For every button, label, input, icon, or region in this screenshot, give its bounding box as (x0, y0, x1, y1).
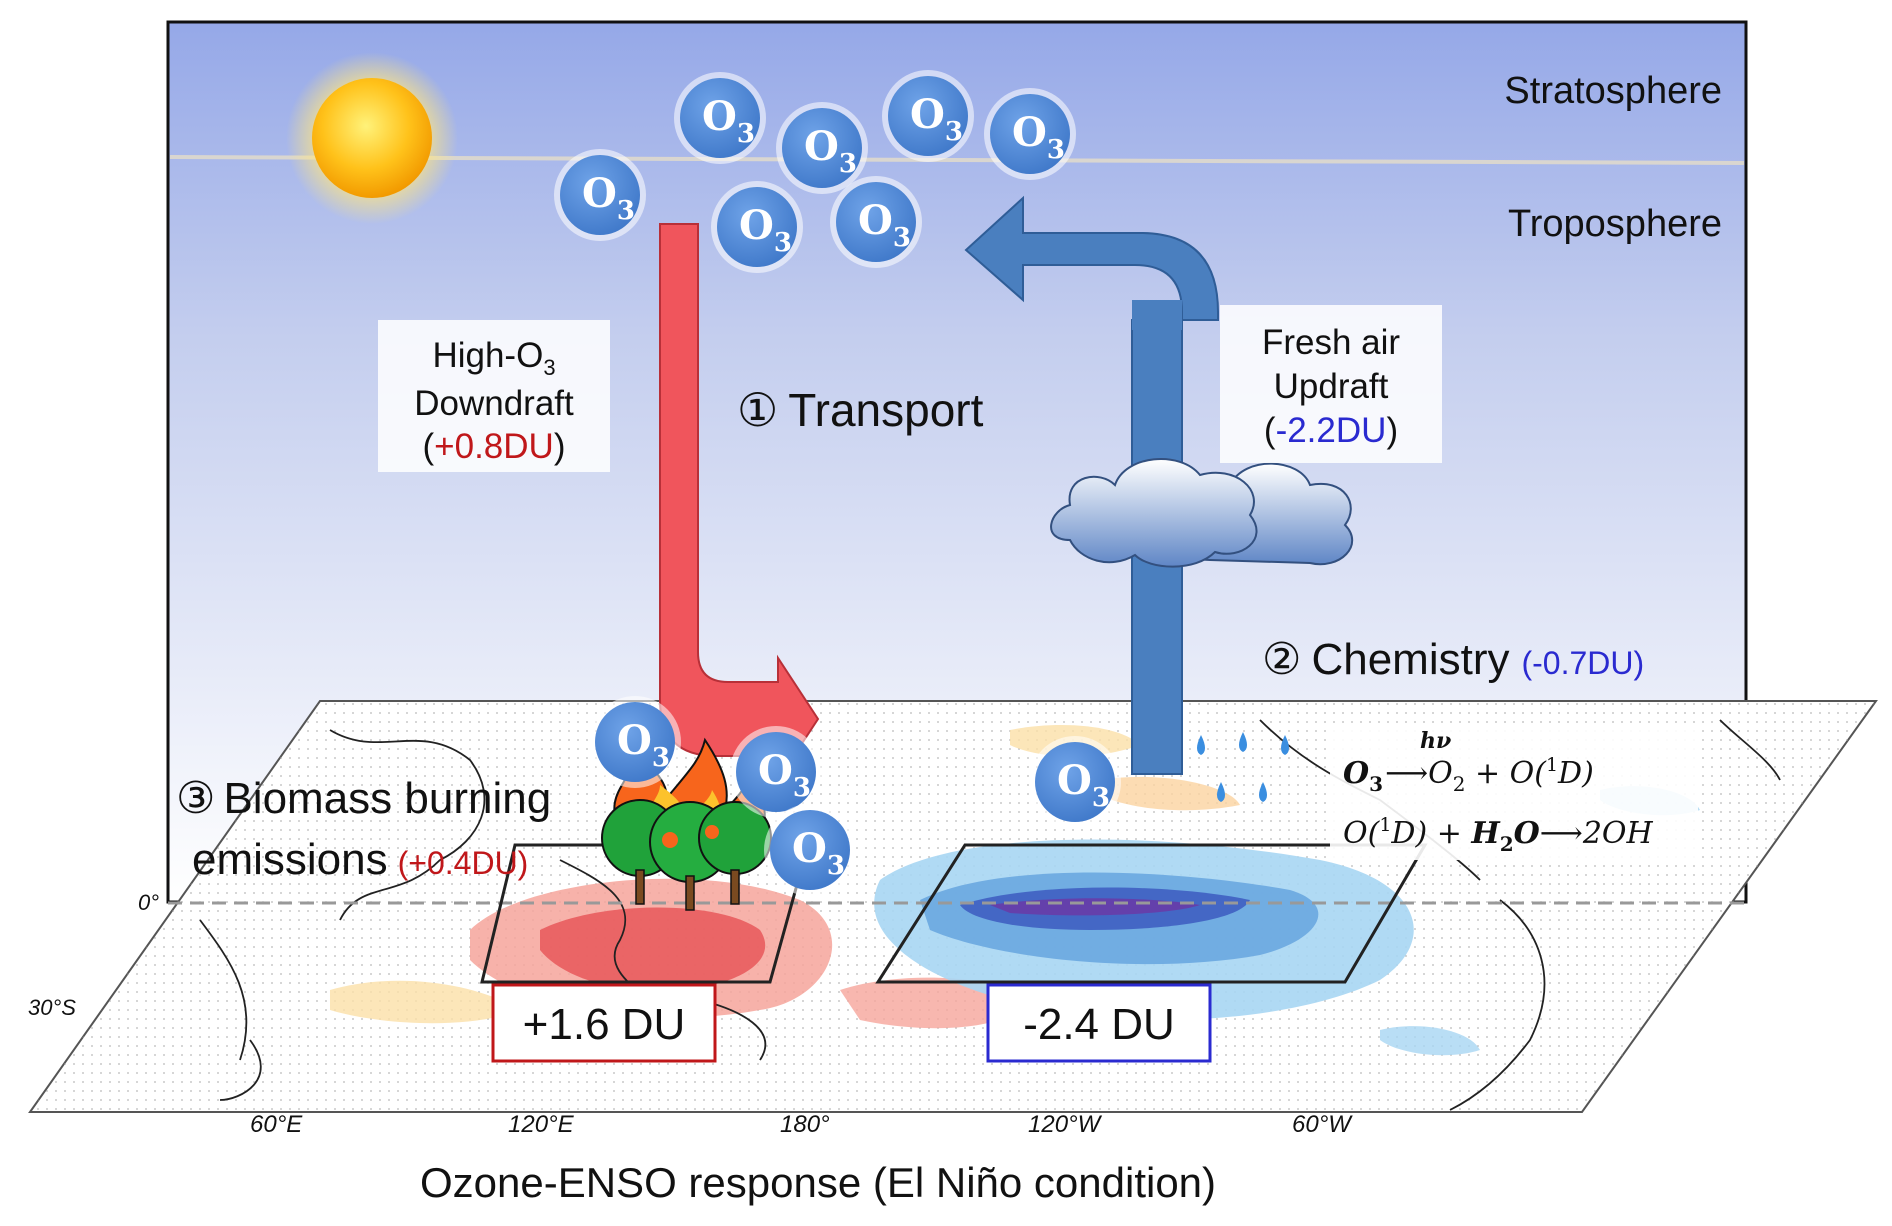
ozone-molecule-7: O3 (830, 176, 922, 268)
ozone-molecule-3: O3 (882, 70, 974, 162)
ozone-symbol: O3 (858, 197, 911, 253)
ozone-symbol: O3 (758, 747, 811, 803)
ozone-molecule-2: O3 (776, 102, 868, 194)
ozone-molecule-8: O3 (589, 696, 681, 788)
ozone-symbol: O3 (702, 93, 755, 149)
biomass-value: (+0.4DU) (398, 845, 529, 881)
ozone-symbol: O3 (792, 825, 845, 881)
east-value-box (986, 983, 1212, 1063)
troposphere-label: Troposphere (1508, 203, 1722, 245)
updraft-line2: Updraft (1273, 366, 1389, 406)
stratosphere-label: Stratosphere (1504, 70, 1722, 112)
chemistry-text: Chemistry (1311, 635, 1509, 684)
east-value-text: -2.4 DU (1023, 1000, 1175, 1049)
ozone-molecule-10: O3 (764, 804, 856, 896)
reaction-2: O(1D) + H2O⟶2OH (1343, 814, 1653, 856)
ozone-symbol: O3 (910, 91, 963, 147)
ozone-symbol: O3 (1057, 757, 1110, 813)
lon-label-60e: 60°E (250, 1111, 303, 1138)
transport-text: Transport (788, 384, 983, 436)
biomass-label-line2: emissions(+0.4DU) (192, 835, 528, 884)
ozone-molecule-11: O3 (1029, 736, 1121, 828)
biomass-number: ③ (176, 774, 215, 823)
cloud-icon (1050, 458, 1353, 568)
ozone-symbol: O3 (617, 717, 670, 773)
downdraft-label-box: High-O3 Downdraft (+0.8DU) (378, 320, 610, 472)
sun-icon (286, 52, 458, 224)
west-value-box (491, 983, 717, 1063)
updraft-line1: Fresh air (1261, 323, 1401, 362)
figure-caption: Ozone-ENSO response (El Niño condition) (420, 1159, 1216, 1206)
lat-label-0: 0° (138, 890, 159, 915)
chemistry-number: ② (1262, 635, 1301, 684)
downdraft-line1: High-O3 (432, 336, 556, 380)
rain-drops-icon (1197, 732, 1289, 802)
lon-label-120w: 120°W (1028, 1111, 1103, 1138)
reaction-1: O3⟶O2 + O(1D) (1343, 754, 1594, 796)
chemistry-value: (-0.7DU) (1521, 645, 1644, 681)
ozone-symbol: O3 (804, 123, 857, 179)
ozone-symbol: O3 (1012, 109, 1065, 165)
updraft-line3: (-2.2DU) (1263, 410, 1399, 450)
reaction-1-catalyst: hν (1420, 728, 1451, 754)
reactions-box (1330, 728, 1698, 860)
west-value-text: +1.6 DU (523, 1000, 686, 1049)
lat-label-30s: 30°S (28, 995, 76, 1020)
updraft-label-box: Fresh air Updraft (-2.2DU) (1220, 305, 1442, 463)
downdraft-line3: (+0.8DU) (422, 427, 566, 467)
lon-label-180: 180° (780, 1111, 830, 1138)
lon-label-120e: 120°E (508, 1111, 575, 1138)
ozone-molecule-9: O3 (730, 726, 822, 818)
downdraft-line2: Downdraft (414, 383, 574, 423)
transport-number: ① (737, 384, 778, 436)
ozone-molecule-6: O3 (711, 181, 803, 273)
east-pacific-region-box (875, 843, 1428, 984)
ozone-molecule-5: O3 (554, 149, 646, 241)
lon-label-60w: 60°W (1292, 1111, 1353, 1138)
ozone-molecule-4: O3 (984, 88, 1076, 180)
updraft-value: -2.2DU (1275, 410, 1387, 450)
ozone-symbol: O3 (582, 170, 635, 226)
ozone-symbol: O3 (739, 202, 792, 258)
downdraft-value: +0.8DU (434, 427, 554, 467)
ozone-molecule-1: O3 (674, 72, 766, 164)
